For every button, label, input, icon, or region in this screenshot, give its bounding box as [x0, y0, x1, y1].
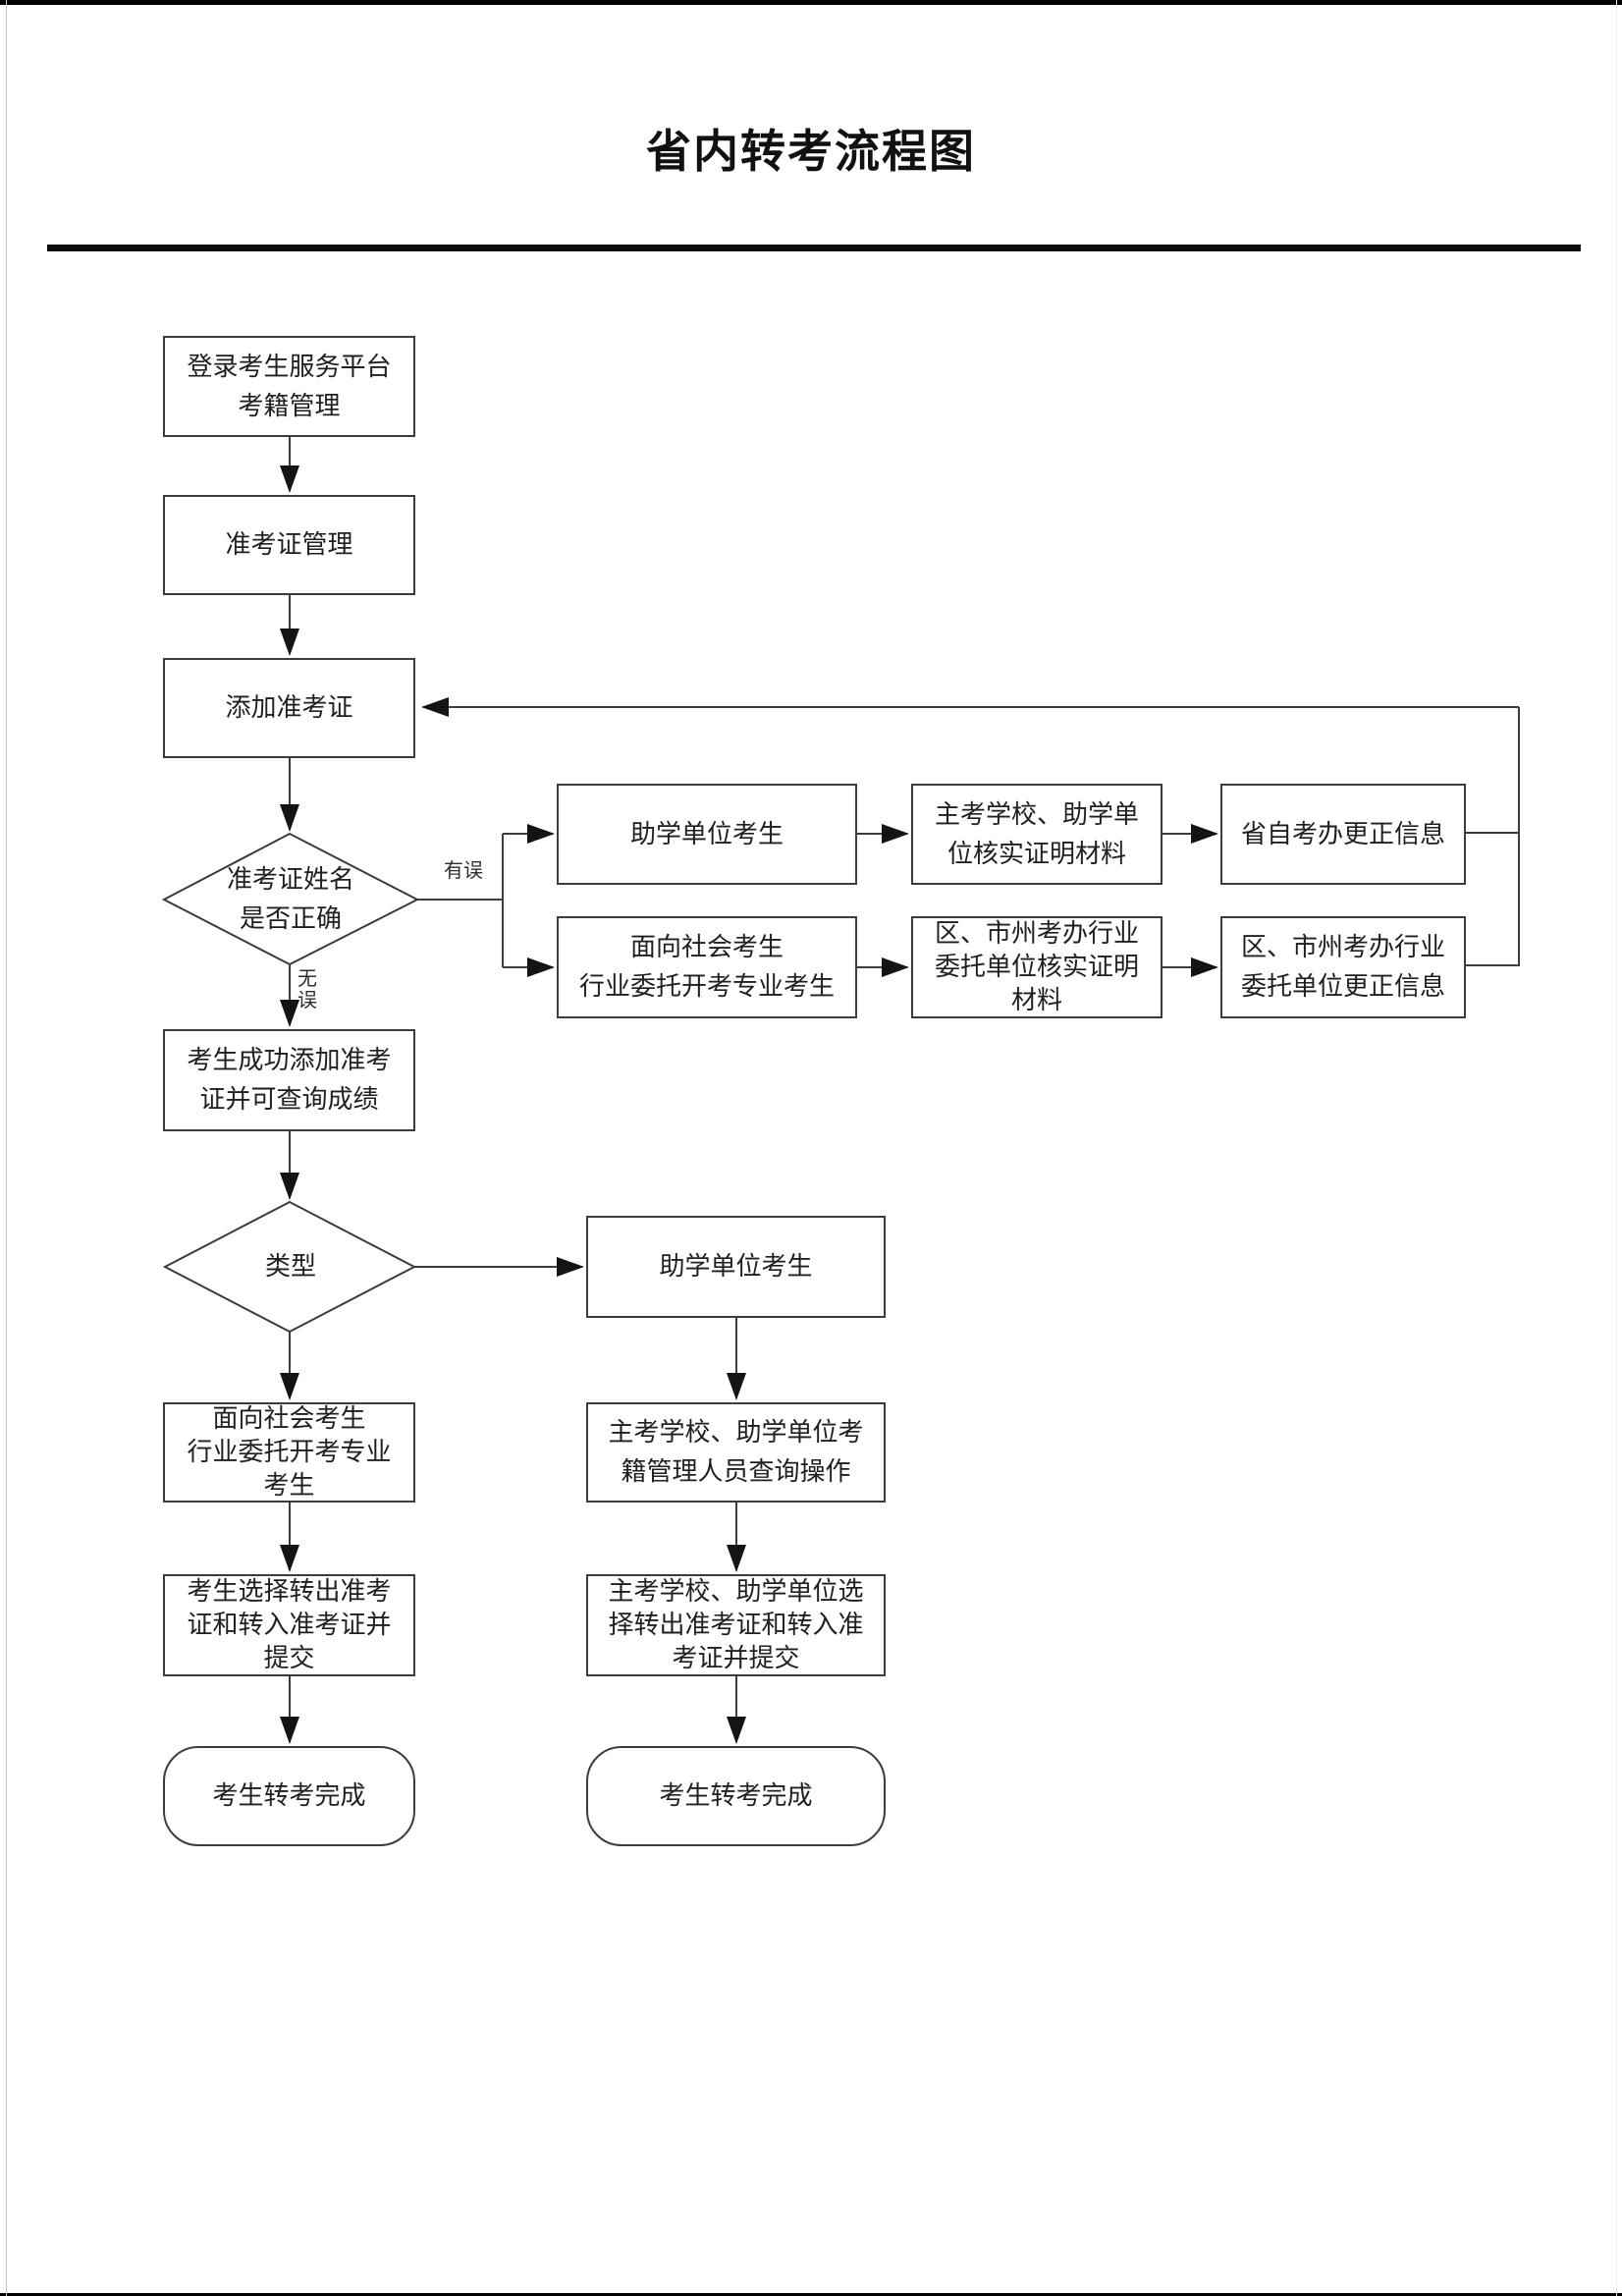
title-divider-rule — [47, 245, 1581, 251]
decision-name-check-label: 准考证姓名 是否正确 — [226, 865, 354, 933]
page-right-border — [1616, 0, 1617, 2296]
node-helper-unit-candidate: 助学单位考生 — [586, 1216, 886, 1318]
node-helper-unit-candidate-branch: 助学单位考生 — [557, 784, 857, 885]
node-school-submit: 主考学校、助学单位选 择转出准考证和转入准 考证并提交 — [586, 1574, 886, 1676]
node-ticket-management: 准考证管理 — [163, 495, 415, 595]
node-candidate-submit: 考生选择转出准考 证和转入准考证并 提交 — [163, 1574, 415, 1676]
page-bottom-border — [0, 2293, 1622, 2296]
edge-label-correct: 无误 — [297, 968, 317, 1011]
decision-type-label: 类型 — [264, 1252, 316, 1281]
node-social-candidate-branch: 面向社会考生 行业委托开考专业考生 — [557, 916, 857, 1018]
node-candidate-transfer-done: 考生转考完成 — [163, 1746, 415, 1846]
node-add-success: 考生成功添加准考 证并可查询成绩 — [163, 1029, 415, 1131]
page-title: 省内转考流程图 — [646, 125, 976, 178]
node-school-verify-materials: 主考学校、助学单 位核实证明材料 — [911, 784, 1162, 885]
page-left-border — [6, 0, 7, 2296]
node-city-office-correct: 区、市州考办行业 委托单位更正信息 — [1220, 916, 1466, 1018]
node-province-office-correct: 省自考办更正信息 — [1220, 784, 1466, 885]
node-school-query-operation: 主考学校、助学单位考 籍管理人员查询操作 — [586, 1402, 886, 1503]
node-social-candidate: 面向社会考生 行业委托开考专业 考生 — [163, 1402, 415, 1503]
edge-label-wrong: 有误 — [444, 860, 483, 882]
node-login-platform: 登录考生服务平台 考籍管理 — [163, 336, 415, 437]
node-city-office-verify: 区、市州考办行业 委托单位核实证明 材料 — [911, 916, 1162, 1018]
node-helper-transfer-done: 考生转考完成 — [586, 1746, 886, 1846]
node-add-ticket: 添加准考证 — [163, 658, 415, 758]
page-top-border — [0, 0, 1622, 5]
